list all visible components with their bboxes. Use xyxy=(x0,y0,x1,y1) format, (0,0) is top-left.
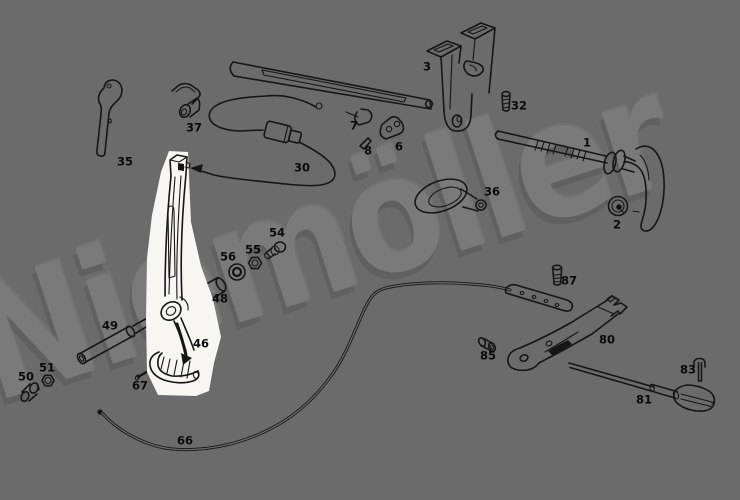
part-6-clamp-drawing xyxy=(379,115,405,140)
pull-rod-drawing xyxy=(229,61,432,110)
part-2-knob-drawing xyxy=(607,195,640,217)
part-85-bushing-drawing xyxy=(477,337,497,352)
part-87-bolt-drawing xyxy=(551,264,563,286)
part-7-clip-drawing xyxy=(345,108,373,126)
part-46-pedal-drawing xyxy=(146,151,221,396)
part-55-nut-drawing xyxy=(247,256,263,270)
part-36-boot-drawing xyxy=(414,178,487,214)
part-32-bolt-drawing xyxy=(501,90,511,112)
part-51-nut-drawing xyxy=(41,374,55,387)
part-81-rod-drawing xyxy=(568,362,716,412)
part-35-strap-drawing xyxy=(96,79,123,157)
part-54-bolt-drawing xyxy=(263,241,287,260)
part-66-cable-drawing xyxy=(97,281,574,452)
part-50-plug-drawing xyxy=(20,382,40,403)
part-56-grommet-drawing xyxy=(228,263,246,281)
part-30-cable-drawing xyxy=(190,94,336,187)
part-49-tube-drawing xyxy=(76,315,155,365)
part-1-handle-rod-drawing xyxy=(494,130,665,232)
part-8-pin-drawing xyxy=(359,137,372,150)
part-83-hook-drawing xyxy=(693,357,706,382)
part-3-bracket-drawing xyxy=(424,22,496,132)
part-80-lever-drawing xyxy=(507,294,628,372)
part-37-clamp-drawing xyxy=(171,82,201,119)
